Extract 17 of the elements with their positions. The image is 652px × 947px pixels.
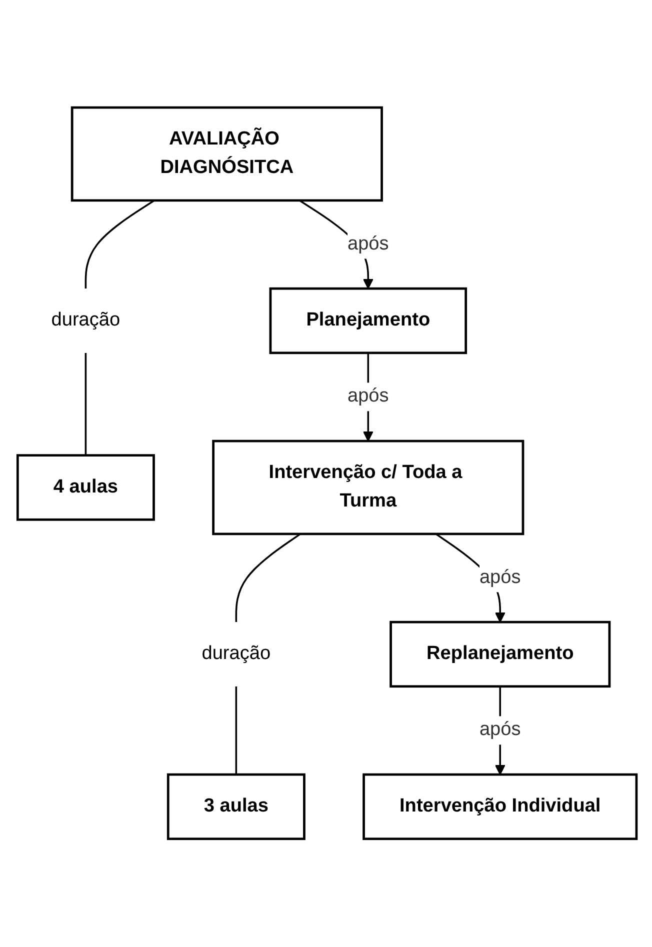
node-box: AVALIAÇÃO DIAGNÓSITCA (70, 106, 383, 202)
connector (235, 686, 238, 775)
connector (84, 200, 155, 289)
node-box: 3 aulas (166, 774, 306, 840)
edge-label: após (479, 720, 521, 740)
edge-label: após (347, 234, 389, 254)
node-text: duração (202, 644, 271, 664)
edge-label: após (479, 568, 521, 588)
edge-label: após (347, 386, 389, 407)
connector (84, 353, 87, 456)
node-box: Planejamento (269, 288, 468, 354)
node-box: 4 aulas (16, 454, 155, 522)
node-box: Intervenção Individual (362, 774, 638, 840)
node-box: Replanejamento (390, 621, 611, 688)
connector (235, 534, 301, 622)
node-text: duração (51, 310, 120, 331)
node-box: Intervenção c/ Toda a Turma (212, 440, 524, 536)
